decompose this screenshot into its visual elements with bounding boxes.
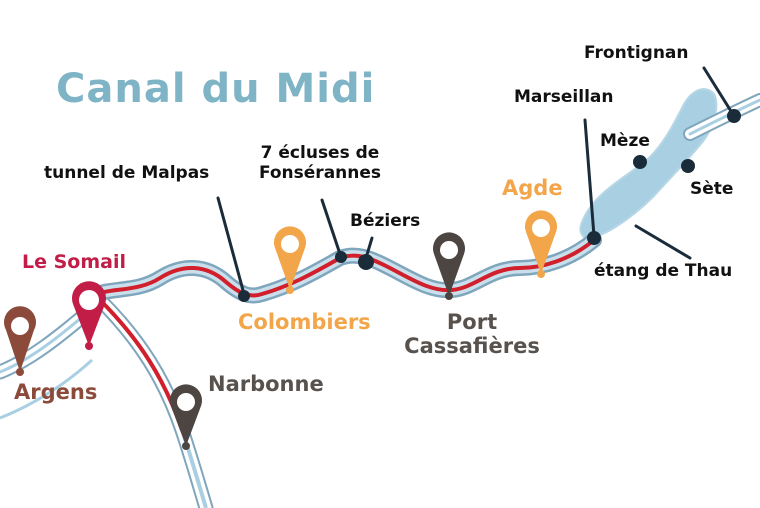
pin-narbonne[interactable] (170, 384, 202, 450)
leader-etang-thau (634, 224, 692, 260)
label-port-line1: Port (446, 310, 498, 334)
label-narbonne: Narbonne (208, 372, 324, 396)
leader-ecluses (320, 198, 342, 256)
dot-sete (681, 159, 695, 173)
dot-beziers (358, 254, 374, 270)
leader-frontignan (702, 66, 736, 118)
label-ecluses-line1: 7 écluses de (260, 143, 380, 163)
label-colombiers: Colombiers (238, 310, 371, 334)
dot-tunnel-malpas (238, 290, 250, 302)
label-agde: Agde (502, 176, 563, 200)
place-dots (238, 109, 741, 302)
dot-ecluses (335, 251, 347, 263)
pin-port-cassafieres[interactable] (433, 232, 465, 300)
etang-de-thau-lagoon (579, 88, 718, 240)
pin-colombiers[interactable] (274, 226, 306, 294)
leader-lines (216, 66, 736, 296)
dot-frontignan (727, 109, 741, 123)
pin-argens[interactable] (3, 306, 36, 376)
label-marseillan: Marseillan (514, 87, 614, 107)
label-tunnel-malpas: tunnel de Malpas (44, 163, 210, 183)
label-le-somail: Le Somail (22, 251, 126, 273)
label-beziers: Béziers (350, 211, 421, 231)
lower-water-line (0, 358, 94, 420)
label-sete: Sète (690, 179, 734, 199)
leader-marseillan (583, 118, 596, 238)
label-frontignan: Frontignan (584, 43, 689, 63)
label-ecluses: 7 écluses de Fonsérannes (250, 143, 390, 183)
label-argens: Argens (14, 380, 98, 404)
pin-le-somail[interactable] (72, 281, 106, 350)
label-ecluses-line2: Fonsérannes (258, 162, 382, 183)
pin-agde[interactable] (524, 210, 557, 278)
label-port-line2: Cassafières (404, 334, 540, 359)
dot-meze (633, 155, 647, 169)
dot-marseillan (587, 231, 601, 245)
map-title: Canal du Midi (56, 66, 376, 112)
label-etang-thau: étang de Thau (594, 261, 733, 281)
leader-tunnel-malpas (216, 196, 246, 296)
label-meze: Mèze (600, 131, 650, 151)
label-port-cassafieres: Port Cassafières (392, 310, 552, 358)
